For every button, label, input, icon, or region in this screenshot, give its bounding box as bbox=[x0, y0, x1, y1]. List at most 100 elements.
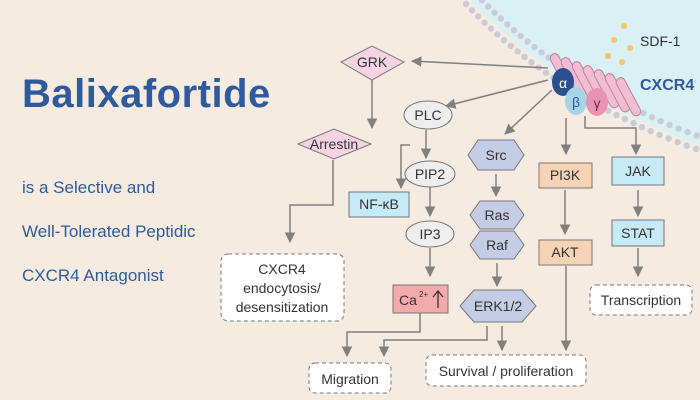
membrane-dot bbox=[485, 3, 492, 10]
arrow-plc-to-nfkb bbox=[395, 144, 410, 190]
raf-node: Raf bbox=[469, 230, 525, 260]
membrane-dot bbox=[542, 69, 550, 77]
beta-subunit bbox=[565, 87, 587, 115]
membrane-dot bbox=[693, 132, 700, 139]
cxcr4-label: CXCR4 bbox=[640, 77, 694, 94]
survival-outcome: Survival / proliferation bbox=[425, 354, 587, 387]
pi3k-node: PI3K bbox=[538, 162, 593, 189]
pi3k-label: PI3K bbox=[550, 167, 581, 183]
erk-node: ERK1/2 bbox=[459, 289, 537, 323]
src-node: Src bbox=[467, 139, 525, 171]
membrane-dot bbox=[683, 142, 690, 149]
ras-node: Ras bbox=[469, 200, 525, 230]
arrow-arrestin-to-endocytosis bbox=[284, 160, 334, 244]
membrane-dot bbox=[538, 49, 545, 56]
arrow-receptor-to-jak bbox=[584, 116, 642, 156]
membrane-dot bbox=[684, 128, 691, 136]
nfkb-node: NF-κB bbox=[348, 191, 410, 218]
calcium-node: Ca 2+ bbox=[392, 284, 449, 314]
stat-label: STAT bbox=[621, 225, 655, 241]
membrane-dot bbox=[675, 125, 682, 132]
sdf1-ligand: SDF-1 bbox=[605, 23, 681, 65]
membrane-dot bbox=[665, 135, 672, 142]
membrane-dot bbox=[647, 127, 654, 135]
endocytosis-line-2: endocytosis/ bbox=[243, 280, 321, 296]
membrane-dot bbox=[531, 43, 538, 51]
membrane-dot bbox=[640, 110, 647, 117]
raf-label: Raf bbox=[486, 237, 508, 253]
membrane-dot bbox=[621, 115, 629, 123]
membrane-dot bbox=[481, 19, 488, 26]
nfkb-label: NF-κB bbox=[359, 196, 399, 212]
subtitle-line-1: is a Selective and bbox=[22, 178, 156, 197]
grk-node: GRK bbox=[339, 45, 406, 81]
membrane-dot bbox=[613, 111, 620, 119]
membrane-dot bbox=[514, 48, 521, 55]
membrane-dot bbox=[648, 114, 656, 121]
membrane-dot bbox=[462, 0, 470, 8]
membrane-dot bbox=[497, 15, 505, 22]
arrow-erk-to-migration bbox=[378, 326, 488, 358]
membrane-dot bbox=[638, 124, 646, 131]
membrane-dot bbox=[517, 32, 524, 40]
membrane-dot bbox=[487, 25, 495, 32]
membrane-dot bbox=[491, 9, 498, 16]
membrane-dot bbox=[494, 31, 501, 38]
survival-label: Survival / proliferation bbox=[439, 363, 574, 379]
membrane-dot bbox=[478, 0, 486, 4]
membrane-dot bbox=[500, 37, 508, 44]
transcription-outcome: Transcription bbox=[589, 284, 693, 316]
page-title: Balixafortide bbox=[22, 72, 271, 116]
calcium-charge-label: 2+ bbox=[419, 290, 428, 299]
membrane-dot bbox=[630, 120, 637, 127]
sdf1-label: SDF-1 bbox=[640, 33, 681, 49]
pathway-arrows bbox=[284, 56, 644, 358]
pip2-node: PIP2 bbox=[404, 160, 456, 188]
arrestin-node: Arrestin bbox=[296, 128, 373, 160]
arrow-receptor-to-grk bbox=[410, 56, 549, 69]
membrane-dot bbox=[674, 138, 681, 146]
endocytosis-line-3: desensitization bbox=[236, 299, 329, 315]
akt-label: AKT bbox=[551, 244, 579, 260]
migration-outcome: Migration bbox=[308, 362, 392, 394]
arrestin-label: Arrestin bbox=[310, 136, 358, 152]
akt-node: AKT bbox=[538, 239, 593, 266]
membrane-dot bbox=[504, 21, 511, 28]
beta-label: β bbox=[572, 94, 580, 110]
jak-node: JAK bbox=[611, 156, 665, 186]
membrane-dot bbox=[692, 145, 700, 153]
membrane-dot bbox=[656, 131, 663, 139]
plc-node: PLC bbox=[403, 100, 453, 130]
arrow-receptor-to-plc bbox=[444, 79, 549, 109]
stat-node: STAT bbox=[611, 219, 665, 247]
up-arrow-icon bbox=[432, 289, 444, 308]
subtitle-line-2: Well-Tolerated Peptidic bbox=[22, 222, 196, 241]
subtitle-line-3: CXCR4 Antagonist bbox=[22, 266, 164, 285]
membrane-dot bbox=[524, 38, 531, 45]
ras-label: Ras bbox=[485, 207, 510, 223]
endocytosis-line-1: CXCR4 bbox=[258, 261, 306, 277]
gamma-subunit bbox=[586, 88, 608, 116]
membrane-dot bbox=[468, 7, 476, 14]
membrane-dot bbox=[605, 107, 612, 114]
membrane-dot bbox=[475, 13, 482, 20]
transcription-label: Transcription bbox=[601, 292, 681, 308]
plc-label: PLC bbox=[414, 107, 441, 123]
arrow-ca-to-migration bbox=[341, 313, 421, 358]
ip3-node: IP3 bbox=[405, 220, 455, 248]
calcium-label: Ca bbox=[399, 292, 417, 308]
grk-label: GRK bbox=[357, 54, 388, 70]
membrane-dot bbox=[510, 27, 518, 34]
alpha-subunit bbox=[552, 68, 574, 96]
membrane-dot bbox=[528, 59, 535, 66]
erk-label: ERK1/2 bbox=[474, 298, 522, 314]
membrane-dot bbox=[521, 53, 528, 61]
pip2-label: PIP2 bbox=[415, 166, 446, 182]
arrow-receptor-to-src bbox=[504, 89, 553, 135]
membrane-dot bbox=[666, 121, 673, 129]
membrane-dot bbox=[507, 42, 514, 50]
membrane-dot bbox=[657, 117, 664, 125]
endocytosis-outcome: CXCR4 endocytosis/ desensitization bbox=[220, 253, 345, 322]
alpha-label: α bbox=[559, 75, 567, 91]
